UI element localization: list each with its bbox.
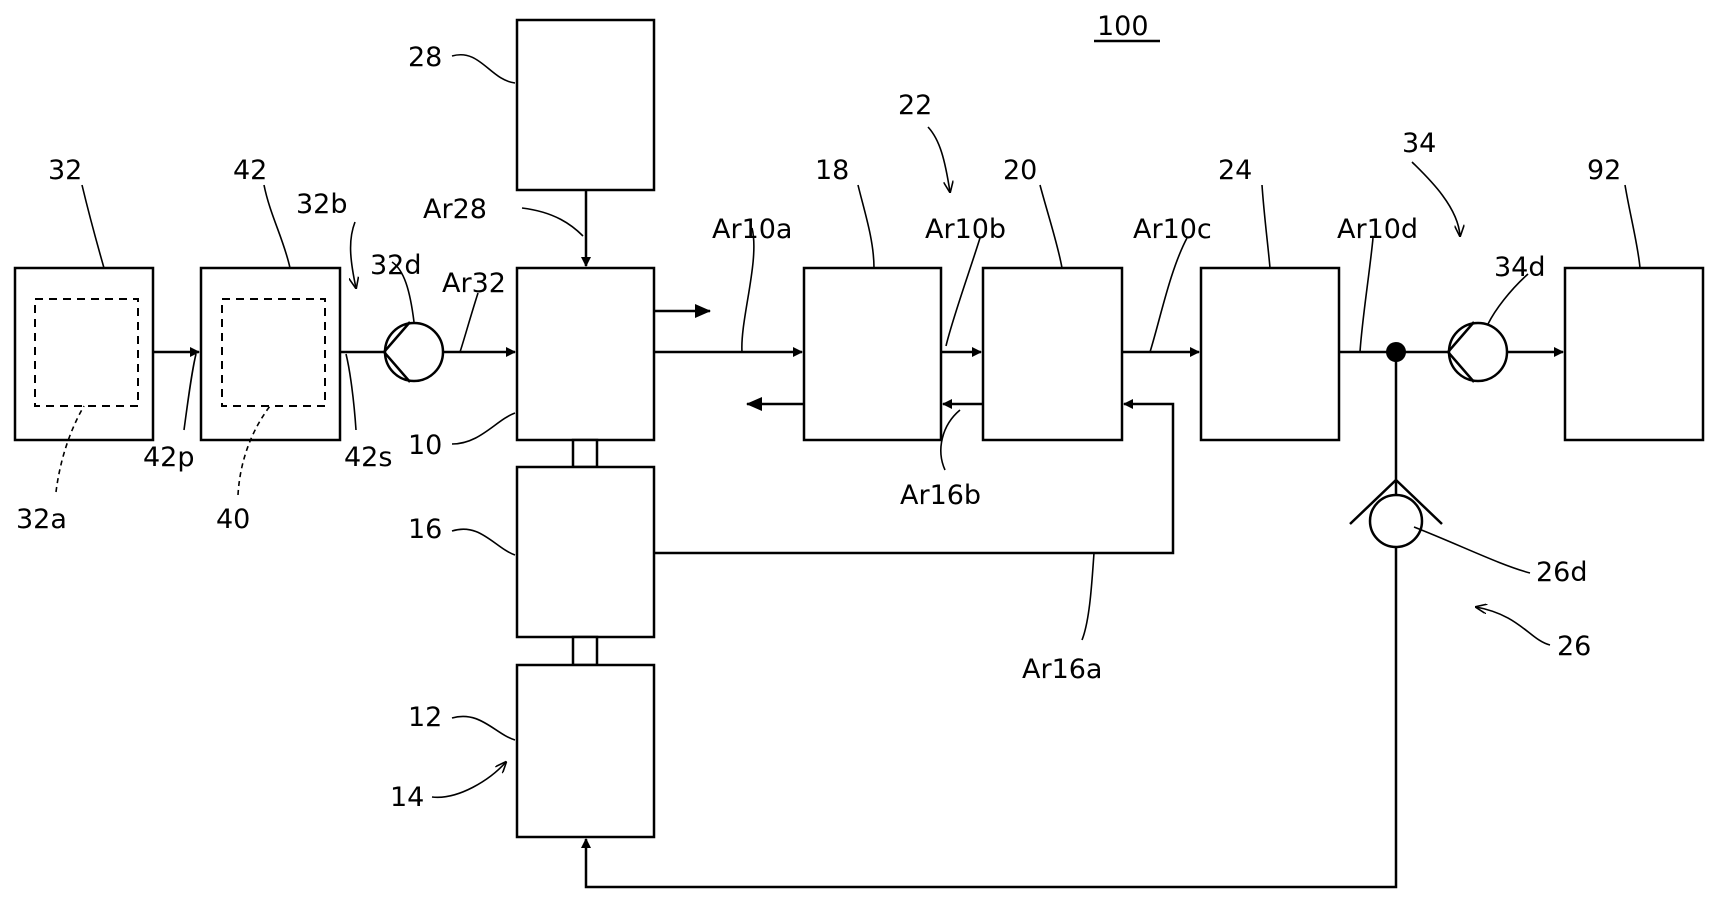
label-18: 18 [815, 155, 849, 186]
leader-18 [857, 184, 875, 269]
label-92: 92 [1587, 155, 1621, 186]
leader-28 [451, 53, 516, 84]
leader-ar28 [521, 207, 584, 237]
block-40 [221, 298, 326, 407]
leader-10 [451, 412, 516, 445]
leader-32d [391, 261, 415, 323]
leader-32a [55, 405, 85, 493]
block-20 [981, 266, 1124, 442]
label-16: 16 [408, 514, 442, 545]
label-12: 12 [408, 702, 442, 733]
block-28 [515, 18, 656, 192]
label-14: 14 [390, 782, 424, 813]
label-10: 10 [408, 430, 442, 461]
label-ar16a: Ar16a [1022, 654, 1102, 685]
label-42: 42 [233, 155, 267, 186]
leader-22 [927, 126, 950, 192]
connector-10-16 [571, 438, 599, 469]
label-32: 32 [48, 155, 82, 186]
label-32a: 32a [16, 504, 67, 535]
leader-ar10b [945, 237, 981, 347]
label-26d: 26d [1536, 557, 1588, 588]
leader-34d [1487, 273, 1529, 325]
block-32 [13, 266, 155, 442]
label-ar10c: Ar10c [1133, 214, 1212, 245]
block-10 [515, 266, 656, 442]
leader-14 [431, 762, 506, 799]
leader-42 [263, 184, 291, 269]
label-20: 20 [1003, 155, 1037, 186]
label-ar10a: Ar10a [712, 214, 792, 245]
block-12 [515, 663, 656, 839]
label-40: 40 [216, 504, 250, 535]
block-18 [802, 266, 943, 442]
leader-ar32 [459, 292, 479, 353]
label-34: 34 [1402, 128, 1436, 159]
leader-24 [1261, 184, 1271, 269]
block-92 [1563, 266, 1705, 442]
leader-ar10d [1359, 237, 1374, 353]
label-26: 26 [1557, 631, 1591, 662]
leader-16 [451, 528, 516, 556]
leader-ar16b [940, 409, 961, 471]
connector-16-12 [571, 635, 599, 667]
block-24 [1199, 266, 1341, 442]
label-24: 24 [1218, 155, 1252, 186]
leader-ar16a [1081, 552, 1095, 641]
label-ar28: Ar28 [423, 194, 487, 225]
leader-42s [345, 353, 357, 431]
label-ar32: Ar32 [442, 268, 506, 299]
label-28: 28 [408, 42, 442, 73]
flow-26-return [581, 545, 1398, 889]
label-32d: 32d [370, 250, 422, 281]
reference-number: 100 [1097, 11, 1149, 42]
leader-26d [1413, 526, 1531, 574]
label-32b: 32b [296, 189, 348, 220]
label-ar10d: Ar10d [1337, 214, 1418, 245]
leader-40 [237, 405, 271, 496]
label-22: 22 [898, 90, 932, 121]
junction-node [1386, 342, 1406, 362]
leader-12 [451, 715, 516, 741]
check-valve-34d [1446, 321, 1509, 383]
block-16 [515, 465, 656, 639]
flow-ar16a [654, 399, 1175, 555]
leader-32 [81, 184, 105, 269]
leader-20 [1039, 184, 1063, 269]
leader-26 [1476, 607, 1551, 646]
label-42p: 42p [143, 442, 195, 473]
leader-32b [351, 221, 356, 288]
leader-ar10a [741, 227, 755, 353]
label-ar10b: Ar10b [925, 214, 1006, 245]
block-32a [34, 298, 139, 407]
leader-ar10c [1149, 237, 1188, 353]
leader-42p [183, 353, 197, 431]
check-valve-32d [382, 321, 445, 383]
block-42 [199, 266, 342, 442]
label-ar16b: Ar16b [900, 480, 981, 511]
label-42s: 42s [344, 442, 392, 473]
leader-92 [1624, 184, 1641, 269]
check-valve-26d [1349, 478, 1443, 549]
leader-34 [1411, 161, 1460, 236]
label-34d: 34d [1494, 252, 1546, 283]
